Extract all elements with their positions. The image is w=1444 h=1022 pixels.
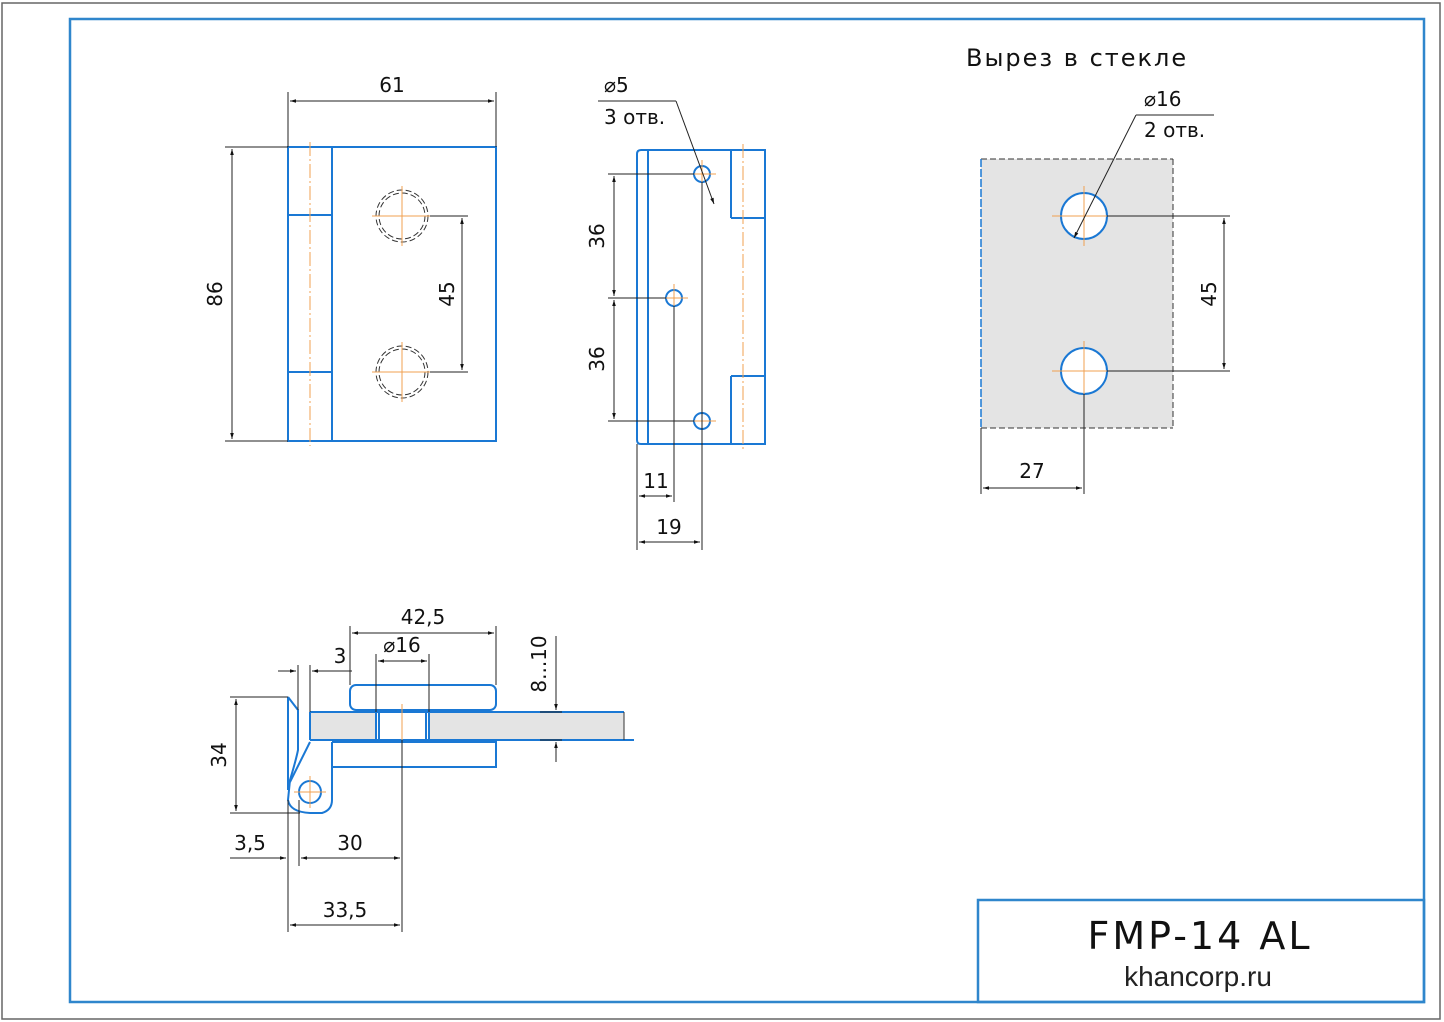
title-block: FMP-14 AL khancorp.ru <box>976 898 1426 1004</box>
hole-callout-leader <box>675 100 715 205</box>
section-view: 42,5 ⌀16 3 8...10 34 3,5 30 33,5 <box>207 605 634 932</box>
model-name: FMP-14 AL <box>1087 914 1312 958</box>
dim-width-label: 61 <box>379 73 404 97</box>
glass-edge-offset-label: 27 <box>1019 459 1044 483</box>
section-length-label: 42,5 <box>401 605 446 629</box>
glass-hole-spacing-label: 45 <box>1197 281 1221 306</box>
front-view: 61 86 45 <box>203 73 497 446</box>
dim-hole-spacing-label: 45 <box>435 281 459 306</box>
hinge-plate-outline <box>287 146 497 442</box>
side-hole-diameter-label: ⌀5 <box>604 73 629 97</box>
side-hole-count-label: 3 отв. <box>604 105 665 129</box>
glass-hole-count-label: 2 отв. <box>1144 118 1205 142</box>
front-hole-top <box>372 186 432 246</box>
section-hole-diameter-label: ⌀16 <box>383 633 421 657</box>
dim-spacing-top-label: 36 <box>585 223 609 248</box>
section-pivot-offset-label: 3,5 <box>234 831 266 855</box>
knuckle-body <box>286 696 333 814</box>
section-glass-thickness-label: 8...10 <box>527 635 551 692</box>
section-gap-label: 3 <box>334 644 347 668</box>
section-glass <box>310 712 624 740</box>
section-height-label: 34 <box>207 742 231 767</box>
dim-spacing-bottom-label: 36 <box>585 346 609 371</box>
glass-hole-diameter-label: ⌀16 <box>1144 87 1182 111</box>
glass-cutout-view: Вырез в стекле ⌀16 2 отв. 45 27 <box>966 44 1230 494</box>
glass-cutout-title: Вырез в стекле <box>966 44 1188 72</box>
bottom-clamp-plate <box>332 741 497 768</box>
section-total-offset-label: 33,5 <box>323 898 368 922</box>
dim-height-label: 86 <box>203 281 227 306</box>
website-label: khancorp.ru <box>1124 961 1272 992</box>
top-clamp-plate <box>349 684 497 711</box>
drawing-frame <box>68 17 1426 1004</box>
side-plate-outline <box>636 149 766 445</box>
dim-offset-outer-label: 19 <box>656 515 681 539</box>
glass-hole-callout-leader <box>1073 114 1137 239</box>
side-view: ⌀5 3 отв. 36 36 11 19 <box>585 73 766 550</box>
dim-offset-middle-label: 11 <box>643 469 668 493</box>
front-hole-bottom <box>372 342 432 402</box>
section-axis-to-hole-label: 30 <box>337 831 362 855</box>
